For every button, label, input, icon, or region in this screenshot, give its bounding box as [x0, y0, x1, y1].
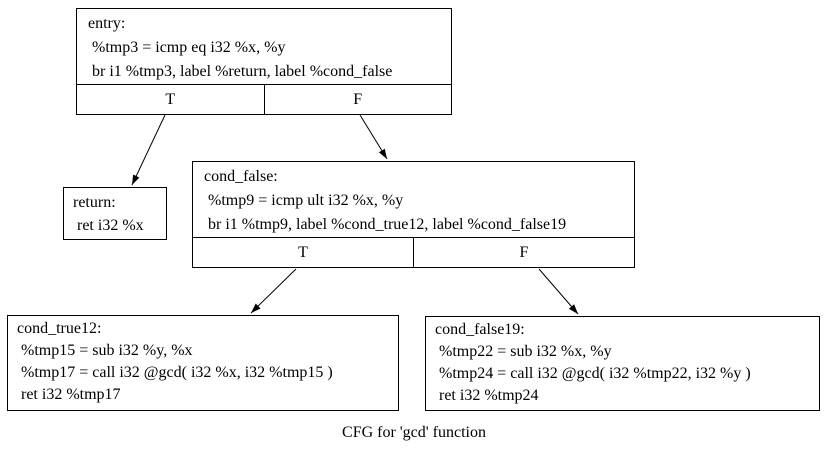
ir-instruction: %tmp15 = sub i32 %y, %x: [17, 342, 193, 359]
ir-instruction: %tmp9 = icmp ult i32 %x, %y: [204, 192, 404, 209]
node-entry-body: entry: %tmp3 = icmp eq i32 %x, %y br i1 …: [77, 9, 451, 84]
node-cond-false19-body: cond_false19: %tmp22 = sub i32 %x, %y %t…: [426, 317, 819, 410]
node-cond-false: cond_false: %tmp9 = icmp ult i32 %x, %y …: [192, 161, 635, 268]
node-cond-false-body: cond_false: %tmp9 = icmp ult i32 %x, %y …: [193, 162, 634, 237]
graph-caption: CFG for 'gcd' function: [342, 424, 486, 441]
node-cond-false-branch-row: T F: [193, 237, 634, 267]
node-return: return: ret i32 %x: [63, 187, 167, 240]
ir-instruction: ret i32 %x: [73, 217, 144, 234]
ir-instruction: ret i32 %tmp17: [17, 386, 121, 403]
edge-entry-true-to-return: [131, 114, 166, 186]
branch-false-port: F: [263, 85, 452, 114]
ir-instruction: br i1 %tmp3, label %return, label %cond_…: [88, 63, 393, 80]
edge-entry-false-to-cond-false: [359, 114, 388, 160]
branch-true-port: T: [298, 244, 308, 261]
branch-true-port: T: [165, 91, 176, 108]
basic-block-label: entry:: [88, 15, 126, 32]
edge-cond-false-true-to-cond-true12: [250, 268, 297, 314]
basic-block-label: cond_true12:: [17, 320, 102, 337]
ir-instruction: %tmp3 = icmp eq i32 %x, %y: [88, 39, 286, 56]
basic-block-label: cond_false:: [204, 168, 278, 185]
node-entry: entry: %tmp3 = icmp eq i32 %x, %y br i1 …: [76, 8, 452, 115]
ir-instruction: ret i32 %tmp24: [435, 387, 539, 404]
node-entry-branch-row: T F: [77, 84, 451, 114]
node-cond-false19: cond_false19: %tmp22 = sub i32 %x, %y %t…: [425, 316, 820, 411]
basic-block-label: cond_false19:: [435, 321, 525, 338]
ir-instruction: %tmp22 = sub i32 %x, %y: [435, 343, 612, 360]
edge-cond-false-false-to-cond-false19: [538, 268, 579, 315]
node-cond-true12: cond_true12: %tmp15 = sub i32 %y, %x %tm…: [7, 315, 399, 411]
ir-instruction: %tmp24 = call i32 @gcd( i32 %tmp22, i32 …: [435, 365, 751, 382]
ir-instruction: %tmp17 = call i32 @gcd( i32 %x, i32 %tmp…: [17, 364, 333, 381]
branch-false-port: F: [413, 238, 634, 267]
ir-instruction: br i1 %tmp9, label %cond_true12, label %…: [204, 216, 567, 233]
basic-block-label: return:: [73, 194, 116, 211]
node-return-body: return: ret i32 %x: [64, 188, 166, 239]
node-cond-true12-body: cond_true12: %tmp15 = sub i32 %y, %x %tm…: [8, 316, 398, 410]
